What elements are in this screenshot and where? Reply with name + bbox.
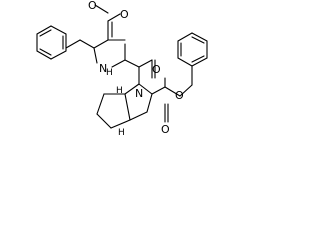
benzyl-ester-group (151, 65, 193, 123)
amide-oxygen-label: O (152, 63, 161, 76)
phenyl-ring-right (177, 32, 208, 67)
phenylbutyl-chain (65, 39, 109, 64)
alanine-linker (111, 43, 153, 85)
amide-carbonyl (151, 59, 156, 79)
ring-nitrogen-label: N (135, 87, 143, 100)
ester-ether-oxygen-label: O (120, 8, 129, 21)
bicyclic-core (96, 83, 153, 129)
ester-carbonyl-oxygen-label: O (88, 0, 97, 12)
ethyl-ester-group (94, 4, 126, 41)
benzyl-ether-oxygen-label: O (175, 89, 184, 102)
benzyl-carbonyl-oxygen-label: O (161, 123, 170, 136)
stereo-hydrogen-upper-label: H (116, 86, 123, 96)
stereo-hydrogen-lower-label: H (118, 128, 125, 138)
amine-nitrogen-label: N (99, 62, 107, 75)
phenyl-ring-left (36, 25, 67, 60)
amine-hydrogen-label: H (106, 68, 113, 78)
chemical-structure: O O N H O N O O H H (36, 0, 208, 138)
